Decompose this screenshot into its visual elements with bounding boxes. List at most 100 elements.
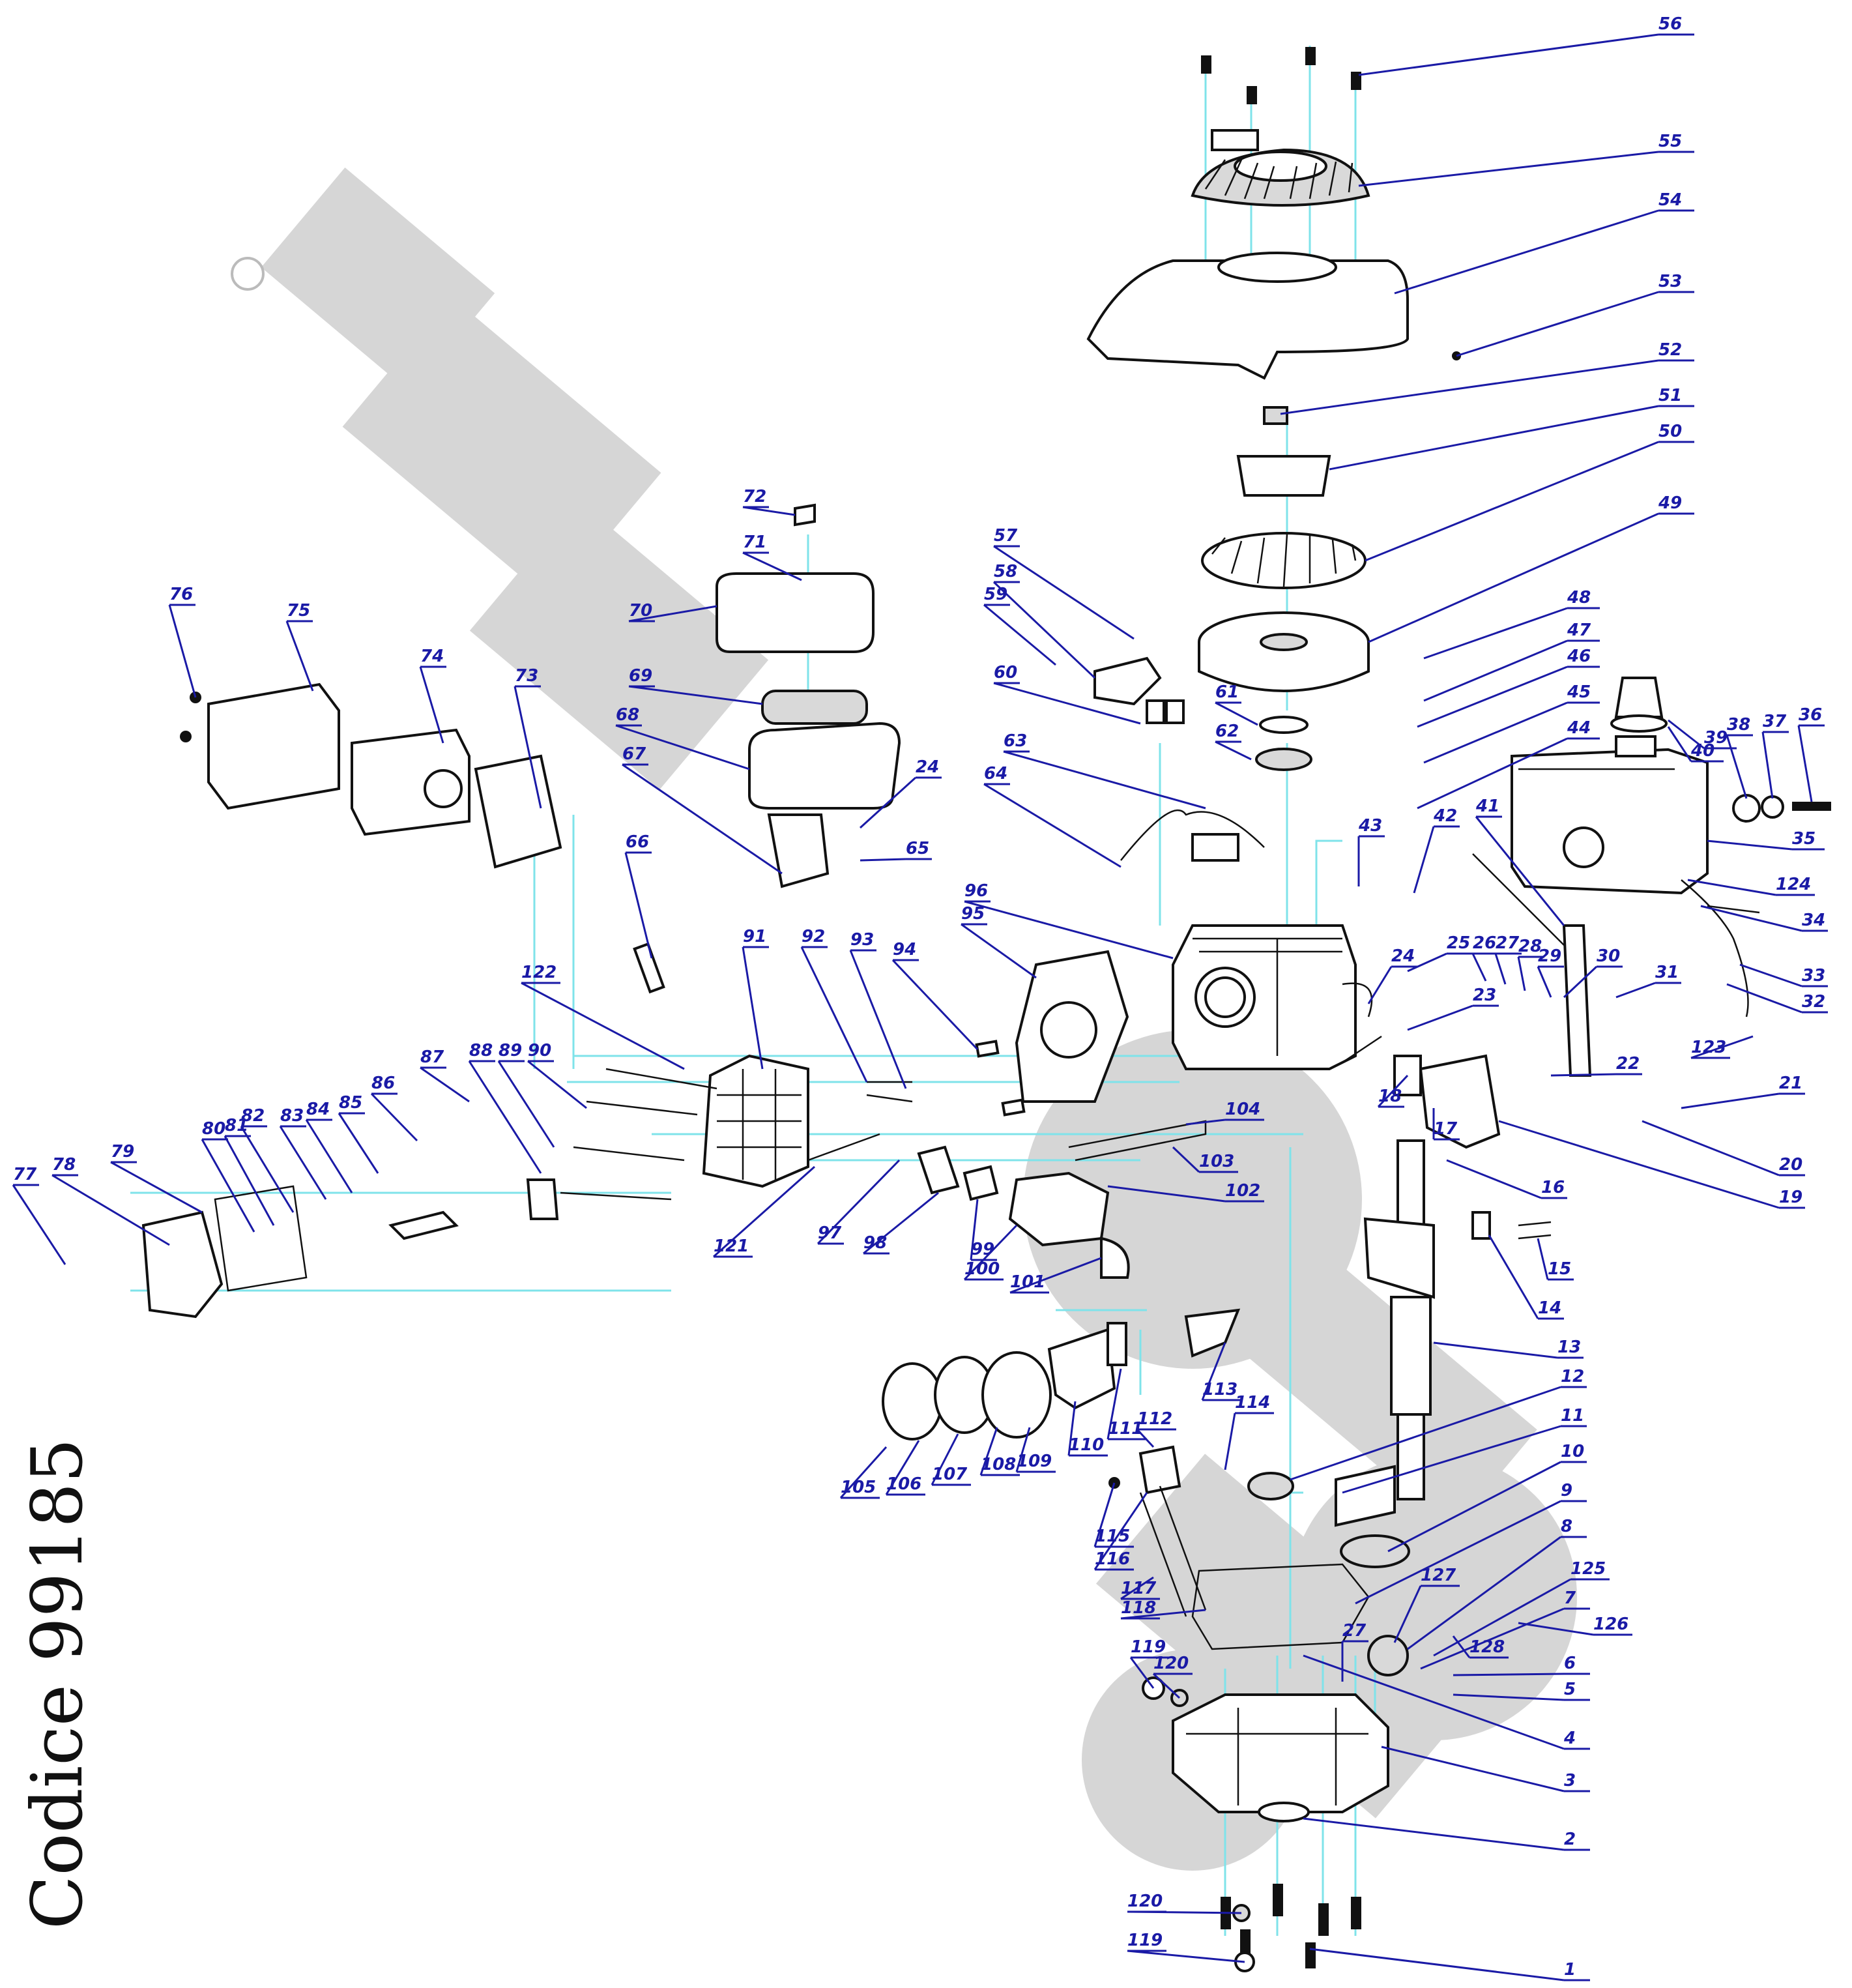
callout-23: 23 — [1407, 986, 1499, 1031]
callout-74: 74 — [419, 647, 446, 744]
callout-84: 84 — [305, 1100, 353, 1193]
callout-120b: 120 — [1127, 1892, 1242, 1914]
leader-line — [1120, 1576, 1160, 1600]
callout-99: 99 — [970, 1199, 997, 1261]
callout-119: 119 — [1129, 1637, 1170, 1689]
callout-16: 16 — [1446, 1159, 1567, 1199]
leader-line — [1342, 1425, 1587, 1494]
leader-line — [628, 685, 763, 705]
leader-line — [1309, 1948, 1590, 1981]
part-muffler — [180, 682, 562, 869]
callout-95: 95 — [961, 904, 1037, 979]
callout-number: 104 — [1225, 1100, 1260, 1119]
callout-number: 123 — [1691, 1038, 1726, 1057]
leader-line — [983, 783, 1121, 868]
leader-line — [1093, 1492, 1148, 1571]
callout-number: 62 — [1215, 722, 1239, 741]
callout-100: 100 — [963, 1224, 1018, 1281]
leader-line — [1423, 639, 1600, 702]
leader-line — [1471, 952, 1499, 982]
callout-13: 13 — [1433, 1338, 1584, 1359]
side-label: Codice 99185 — [17, 1438, 98, 1929]
callout-number: 124 — [1776, 875, 1811, 894]
callout-number: 113 — [1202, 1380, 1237, 1399]
leader-line — [742, 506, 796, 516]
callout-123: 123 — [1690, 1035, 1754, 1059]
callout-56: 56 — [1358, 14, 1694, 76]
callout-57: 57 — [993, 526, 1135, 640]
callout-121: 121 — [713, 1165, 815, 1258]
callout-number: 24 — [1391, 946, 1415, 966]
leader-line — [964, 900, 1174, 959]
leader-line — [1433, 1578, 1610, 1657]
callout-number: 69 — [629, 666, 652, 686]
leader-line — [1687, 879, 1815, 896]
callout-number: 102 — [1225, 1181, 1260, 1201]
callout-number: 2 — [1564, 1830, 1576, 1849]
leader-line — [285, 620, 314, 692]
callout-93: 93 — [849, 930, 907, 1089]
callout-number: 103 — [1199, 1152, 1234, 1171]
leader-line — [1120, 1609, 1206, 1620]
callout-number: 115 — [1095, 1527, 1130, 1546]
callout-number: 70 — [629, 601, 652, 621]
callout-46: 46 — [1417, 647, 1600, 728]
callout-42: 42 — [1413, 806, 1460, 894]
callout-9: 9 — [1355, 1481, 1587, 1605]
callout-53: 53 — [1456, 272, 1694, 357]
leader-line — [993, 682, 1141, 725]
callout-number: 77 — [13, 1165, 37, 1184]
leader-line — [1488, 1235, 1564, 1320]
leader-line — [1303, 1817, 1590, 1851]
callout-number: 127 — [1421, 1566, 1456, 1585]
callout-number: 40 — [1690, 741, 1715, 761]
callout-3: 3 — [1381, 1746, 1590, 1792]
callout-number: 74 — [420, 647, 444, 666]
callout-number: 24 — [916, 757, 939, 777]
part-governor-bracket — [1342, 1035, 1501, 1149]
callout-82: 82 — [240, 1106, 295, 1213]
callout-number: 52 — [1658, 340, 1682, 360]
callout-number: 121 — [714, 1236, 749, 1256]
part-spark-plug — [633, 942, 665, 994]
callout-48: 48 — [1423, 588, 1600, 660]
callout-89: 89 — [497, 1041, 555, 1148]
callout-125: 125 — [1433, 1559, 1610, 1657]
leader-line — [1067, 1401, 1108, 1457]
callout-40: 40 — [1667, 726, 1724, 763]
callout-69: 69 — [628, 666, 763, 705]
callout-87: 87 — [420, 1047, 470, 1103]
leader-line — [419, 665, 446, 744]
callout-number: 60 — [994, 663, 1017, 682]
callout-107: 107 — [931, 1433, 971, 1486]
callout-105: 105 — [839, 1446, 888, 1499]
callout-5: 5 — [1453, 1680, 1590, 1701]
callout-number: 71 — [743, 533, 766, 552]
leader-line — [992, 581, 1096, 679]
leader-line — [1453, 1693, 1590, 1701]
leader-line — [1003, 750, 1206, 810]
callout-41: 41 — [1475, 797, 1565, 926]
callout-79: 79 — [110, 1142, 203, 1214]
leader-line — [742, 946, 769, 1070]
callout-number: 56 — [1658, 14, 1682, 34]
leader-line — [1446, 1159, 1567, 1199]
leader-line — [1107, 1368, 1147, 1440]
leader-line — [1700, 905, 1828, 932]
leader-line — [1201, 1342, 1241, 1401]
callout-21: 21 — [1681, 1074, 1805, 1109]
callout-number: 67 — [622, 744, 646, 764]
callout-number: 120 — [1127, 1892, 1163, 1911]
callout-26: 26 — [1471, 933, 1499, 982]
leader-line — [1009, 1257, 1102, 1294]
callout-70: 70 — [628, 601, 717, 622]
callout-number: 79 — [111, 1142, 134, 1162]
leader-line — [224, 1135, 275, 1226]
leader-line — [1172, 1146, 1238, 1173]
leader-line — [885, 1440, 925, 1496]
callout-number: 18 — [1378, 1087, 1402, 1106]
leader-line — [1642, 1120, 1805, 1177]
callout-number: 35 — [1792, 829, 1816, 849]
callout-number: 27 — [1342, 1621, 1367, 1641]
